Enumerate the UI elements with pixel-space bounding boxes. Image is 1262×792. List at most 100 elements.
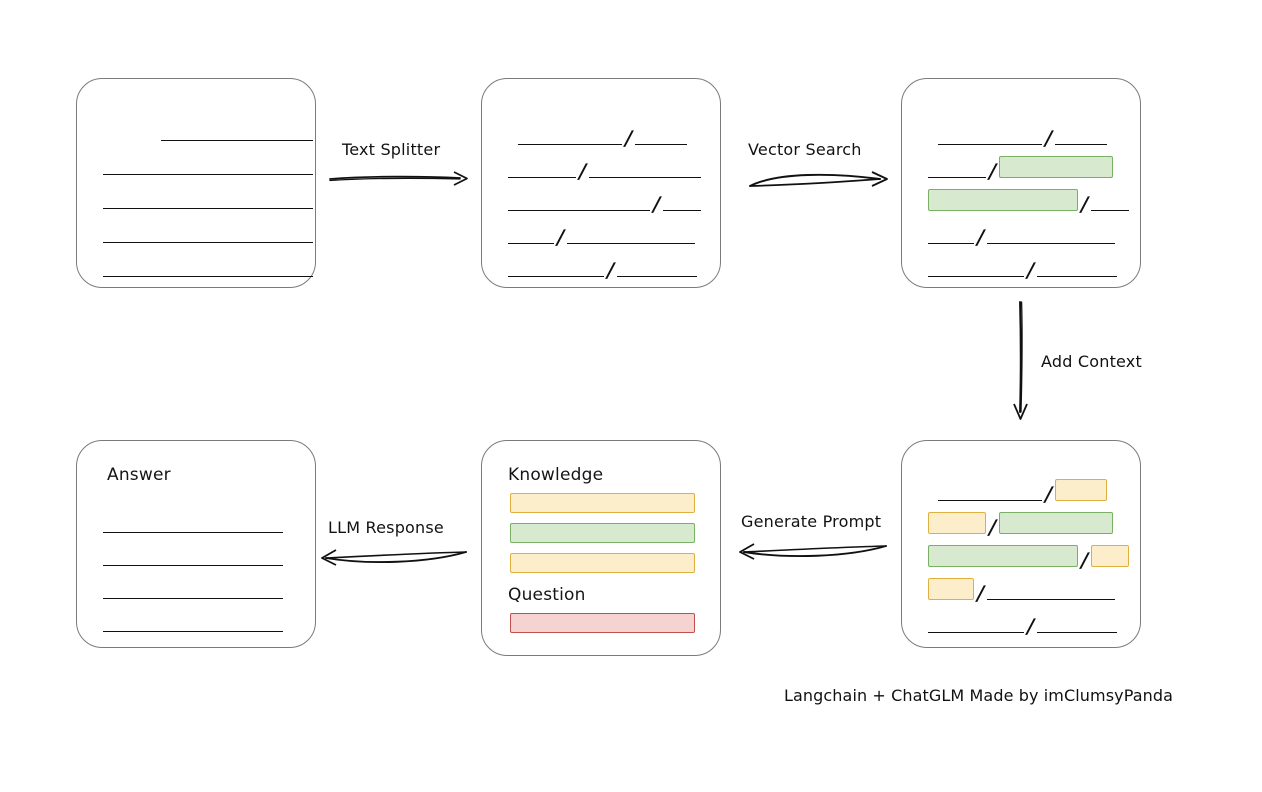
prompt-bar-yellow bbox=[510, 493, 695, 513]
text-line-segment bbox=[567, 243, 696, 244]
text-line-segment bbox=[937, 500, 1042, 501]
chunk-line: / bbox=[928, 218, 1116, 249]
text-line-segment bbox=[508, 210, 650, 211]
text-line-segment bbox=[928, 276, 1024, 277]
text-line-segment bbox=[987, 243, 1116, 244]
text-line-segment bbox=[103, 532, 283, 533]
text-line-segment bbox=[508, 276, 604, 277]
slash-separator: / bbox=[576, 159, 589, 183]
text-line-segment bbox=[928, 177, 986, 178]
highlight-chip-yellow bbox=[928, 578, 974, 600]
chunk-line: / bbox=[508, 251, 698, 282]
arrow-left-icon bbox=[321, 549, 467, 566]
prompt-bar-red bbox=[510, 613, 695, 633]
source-document-box[interactable] bbox=[76, 78, 316, 288]
slash-separator: / bbox=[650, 192, 663, 216]
text-line bbox=[103, 540, 283, 566]
highlight-chip-green bbox=[999, 156, 1114, 178]
text-line-segment bbox=[508, 177, 576, 178]
split-chunks-rows: ///// bbox=[482, 79, 720, 287]
prompt-bar-green bbox=[510, 523, 695, 543]
context-added-box[interactable]: ///// bbox=[901, 440, 1141, 648]
highlight-chip-yellow bbox=[1055, 479, 1108, 501]
highlight-chip-yellow bbox=[928, 512, 986, 534]
text-line-segment bbox=[1037, 276, 1118, 277]
text-line-segment bbox=[517, 144, 622, 145]
highlight-chip-green bbox=[928, 189, 1078, 211]
slash-separator: / bbox=[986, 159, 999, 183]
arrow-generate-prompt-label: Generate Prompt bbox=[741, 512, 882, 531]
text-line-segment bbox=[161, 140, 313, 141]
chunk-line: / bbox=[928, 574, 1116, 605]
slash-separator: / bbox=[1024, 258, 1037, 282]
text-line-segment bbox=[928, 632, 1024, 633]
text-line-segment bbox=[617, 276, 698, 277]
chunk-line: / bbox=[508, 152, 702, 183]
vector-search-results-rows: ///// bbox=[902, 79, 1140, 287]
arrow-right-icon bbox=[329, 171, 468, 186]
arrow-llm-response: LLM Response bbox=[320, 518, 468, 570]
arrow-text-splitter: Text Splitter bbox=[329, 140, 470, 190]
text-line-segment bbox=[103, 565, 283, 566]
chunk-line: / bbox=[928, 251, 1118, 282]
text-line-segment bbox=[663, 210, 702, 211]
text-line-segment bbox=[928, 243, 974, 244]
chunk-line: / bbox=[928, 152, 1114, 183]
arrow-vector-search: Vector Search bbox=[748, 140, 890, 190]
slash-separator: / bbox=[1042, 482, 1055, 506]
answer-box[interactable]: Answer bbox=[76, 440, 316, 648]
knowledge-heading: Knowledge bbox=[508, 465, 604, 485]
arrow-left-icon bbox=[739, 543, 887, 560]
text-line bbox=[103, 573, 283, 599]
chunk-line: / bbox=[937, 475, 1108, 506]
chunk-line: / bbox=[928, 508, 1114, 539]
slash-separator: / bbox=[974, 581, 987, 605]
text-line-segment bbox=[103, 276, 313, 277]
slash-separator: / bbox=[1042, 126, 1055, 150]
knowledge-bars bbox=[482, 441, 720, 655]
text-line-segment bbox=[1091, 210, 1130, 211]
split-chunks-box[interactable]: ///// bbox=[481, 78, 721, 288]
chunk-line: / bbox=[508, 218, 696, 249]
generated-prompt-box[interactable]: Knowledge Question bbox=[481, 440, 721, 656]
question-heading: Question bbox=[508, 585, 586, 605]
text-line-segment bbox=[635, 144, 688, 145]
arrow-add-context-label: Add Context bbox=[1041, 352, 1142, 371]
arrow-llm-response-label: LLM Response bbox=[328, 518, 444, 537]
chunk-line: / bbox=[928, 607, 1118, 638]
context-added-rows: ///// bbox=[902, 441, 1140, 647]
highlight-chip-green bbox=[999, 512, 1114, 534]
source-document-lines bbox=[77, 79, 315, 287]
question-bars bbox=[482, 441, 720, 655]
answer-lines bbox=[77, 441, 315, 647]
arrow-text-splitter-label: Text Splitter bbox=[342, 140, 441, 159]
highlight-chip-green bbox=[928, 545, 1078, 567]
arrow-generate-prompt: Generate Prompt bbox=[738, 512, 888, 564]
text-line-segment bbox=[589, 177, 702, 178]
slash-separator: / bbox=[974, 225, 987, 249]
text-line bbox=[103, 149, 313, 175]
text-line-segment bbox=[1037, 632, 1118, 633]
text-line-segment bbox=[103, 631, 283, 632]
chunk-line: / bbox=[508, 185, 702, 216]
text-line bbox=[103, 507, 283, 533]
text-line-segment bbox=[103, 598, 283, 599]
arrow-vector-search-label: Vector Search bbox=[748, 140, 862, 159]
slash-separator: / bbox=[1078, 548, 1091, 572]
text-line bbox=[103, 606, 283, 632]
text-line-segment bbox=[103, 208, 313, 209]
text-line-segment bbox=[508, 243, 554, 244]
vector-search-results-box[interactable]: ///// bbox=[901, 78, 1141, 288]
text-line-segment bbox=[1055, 144, 1108, 145]
text-line bbox=[161, 115, 313, 141]
chunk-line: / bbox=[928, 541, 1130, 572]
footer-credit: Langchain + ChatGLM Made by imClumsyPand… bbox=[784, 686, 1174, 705]
prompt-bar-yellow bbox=[510, 553, 695, 573]
chunk-line: / bbox=[517, 119, 688, 150]
slash-separator: / bbox=[554, 225, 567, 249]
arrow-right-icon bbox=[749, 171, 888, 187]
text-line bbox=[103, 217, 313, 243]
chunk-line: / bbox=[937, 119, 1108, 150]
slash-separator: / bbox=[622, 126, 635, 150]
